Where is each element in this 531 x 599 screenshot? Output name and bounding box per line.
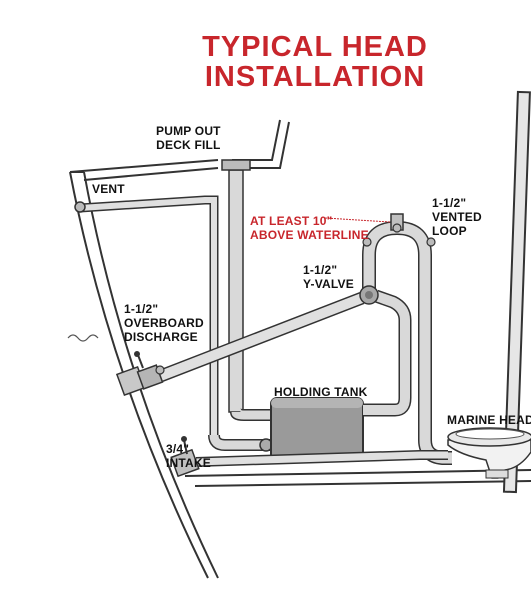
intake-label: 3/4" INTAKE [166, 442, 211, 470]
vent-to-tank [208, 434, 273, 452]
marine-head [447, 427, 531, 479]
bulkhead [502, 90, 531, 494]
overboard-label-line3: DISCHARGE [124, 330, 198, 344]
pump-out-label-line1: PUMP OUT [156, 124, 221, 138]
waterline-label: AT LEAST 10" ABOVE WATERLINE [250, 214, 369, 242]
tank-outlet-pipe [363, 289, 412, 417]
waterline-leader [324, 217, 391, 223]
overboard-label-line1: 1-1/2" [124, 302, 159, 316]
waterline-label-line2: ABOVE WATERLINE [250, 228, 369, 242]
overboard-label: 1-1/2" OVERBOARD DISCHARGE [124, 302, 204, 344]
vented-loop-label-line1: 1-1/2" [432, 196, 467, 210]
holding-tank [270, 397, 364, 462]
waterline-waves [67, 334, 99, 342]
y-valve [359, 285, 379, 305]
title-line1: TYPICAL HEAD [202, 31, 428, 63]
pump-out-label: PUMP OUT DECK FILL [156, 124, 221, 152]
waterline-label-line1: AT LEAST 10" [250, 214, 333, 228]
intake-seacock [170, 436, 200, 478]
vented-loop-label: 1-1/2" VENTED LOOP [432, 196, 482, 238]
y-valve-label-line1: 1-1/2" [303, 263, 338, 277]
overboard-seacock [115, 351, 165, 397]
pump-out-pipe [221, 159, 272, 421]
y-valve-label: 1-1/2" Y-VALVE [303, 263, 354, 291]
intake-label-line1: 3/4" [166, 442, 190, 456]
holding-tank-label: HOLDING TANK [274, 385, 368, 399]
intake-label-line2: INTAKE [166, 456, 211, 470]
marine-head-label: MARINE HEAD [447, 413, 531, 427]
pump-out-label-line2: DECK FILL [156, 138, 221, 152]
vent-label: VENT [92, 182, 125, 196]
overboard-label-line2: OVERBOARD [124, 316, 204, 330]
y-valve-label-line2: Y-VALVE [303, 277, 354, 291]
intake-pipe [195, 450, 448, 467]
discharge-pipe [142, 291, 365, 389]
vented-loop-label-line3: LOOP [432, 224, 467, 238]
title-line2: INSTALLATION [204, 61, 426, 93]
vented-loop-label-line2: VENTED [432, 210, 482, 224]
